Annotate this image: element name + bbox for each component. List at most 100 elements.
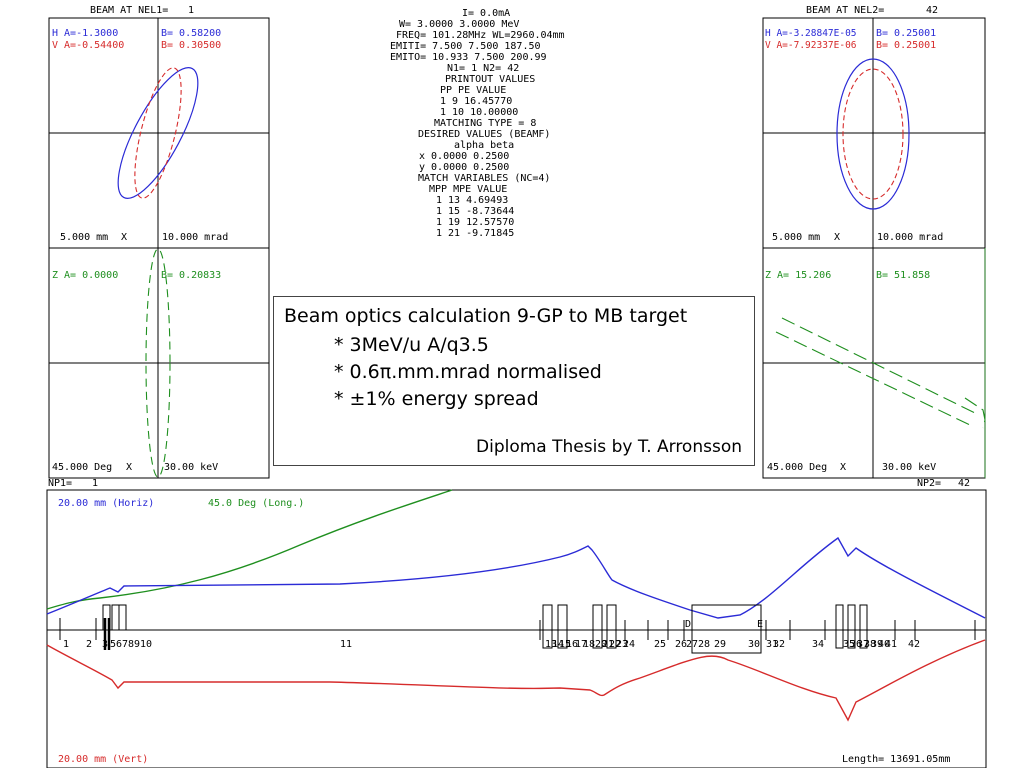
element-number: 30 (748, 639, 760, 650)
right-e-scale: 30.00 keV (882, 462, 936, 473)
callout-bullet-emittance: * 0.6π.mm.mrad normalised (334, 361, 602, 383)
element-number: 34 (812, 639, 824, 650)
horizontal-envelope-curve (46, 536, 986, 619)
length-label: Length= 13691.05mm (842, 754, 950, 765)
printout-emit-out: EMITO= 10.933 7.500 200.99 (390, 52, 547, 63)
element-number: 14 (552, 639, 564, 650)
target-box (691, 604, 762, 654)
match-variable-row: 1 19 12.57570 (436, 217, 514, 228)
right-h-alpha: H A=-3.28847E-05 (765, 28, 857, 39)
element-number: 27 (686, 639, 698, 650)
element-number: 38 (864, 639, 876, 650)
desired-values-header: alpha beta (454, 140, 514, 151)
element-number: 40 (878, 639, 890, 650)
right-h-beta: B= 0.25001 (876, 28, 936, 39)
element-number: 11 (340, 639, 352, 650)
right-z-label: X (840, 462, 846, 473)
envelope-frame (46, 489, 987, 768)
element-number: 2 (86, 639, 92, 650)
marker-d: D (685, 619, 691, 630)
left-z-beta: B= 0.20833 (161, 270, 221, 281)
element-number: 20 (595, 639, 607, 650)
left-x-label: X (121, 232, 127, 243)
np2-value: 42 (958, 478, 970, 489)
callout-bullet-energy: * 3MeV/u A/q3.5 (334, 334, 489, 356)
desired-values-heading: DESIRED VALUES (BEAMF) (418, 129, 550, 140)
left-x-scale: 5.000 mm (60, 232, 108, 243)
element-number: 42 (908, 639, 920, 650)
left-z-label: X (126, 462, 132, 473)
right-vertical-ellipse (842, 68, 904, 200)
element-number: 36 (850, 639, 862, 650)
printout-energy: W= 3.0000 3.0000 MeV (399, 19, 519, 30)
printout-row-1: 1 9 16.45770 (440, 96, 512, 107)
right-longitudinal-ellipse (775, 317, 986, 429)
element-number: 21 (602, 639, 614, 650)
element-number: 5 (110, 639, 116, 650)
element-number: 32 (773, 639, 785, 650)
matching-type: MATCHING TYPE = 8 (434, 118, 536, 129)
horiz-scale-label: 20.00 mm (Horiz) (58, 498, 154, 509)
left-z-alpha: Z A= 0.0000 (52, 270, 118, 281)
right-phase-panel: BEAM AT NEL2= 42 H A=-3.28847E-05 V A=-7… (762, 5, 986, 479)
desired-values-y: y 0.0000 0.2500 (419, 162, 509, 173)
left-v-beta: B= 0.30500 (161, 40, 221, 51)
element-number: 41 (885, 639, 897, 650)
match-variables-heading: MATCH VARIABLES (NC=4) (418, 173, 550, 184)
match-variable-row: 1 21 -9.71845 (436, 228, 514, 239)
element-number: 22 (609, 639, 621, 650)
right-z-scale: 45.000 Deg (767, 462, 827, 473)
printout-pp-pe-header: PP PE VALUE (440, 85, 506, 96)
left-panel-header: BEAM AT NEL1= (90, 5, 168, 16)
right-panel-header: BEAM AT NEL2= (806, 5, 884, 16)
np2-label: NP2= (917, 478, 941, 489)
np1-value: 1 (92, 478, 98, 489)
element-number: 1 (63, 639, 69, 650)
element-number: 7 (122, 639, 128, 650)
callout-bullet-spread: * ±1% energy spread (334, 388, 539, 410)
right-x-label: X (834, 232, 840, 243)
vert-scale-label: 20.00 mm (Vert) (58, 754, 148, 765)
longitudinal-envelope-curve (46, 489, 453, 610)
right-v-alpha: V A=-7.92337E-06 (765, 40, 857, 51)
np1-label: NP1= (48, 478, 72, 489)
callout-title: Beam optics calculation 9-GP to MB targe… (284, 305, 688, 327)
left-y-scale: 10.000 mrad (162, 232, 228, 243)
left-v-alpha: V A=-0.54400 (52, 40, 124, 51)
left-vertical-ellipse (134, 67, 182, 199)
long-scale-label: 45.0 Deg (Long.) (208, 498, 304, 509)
element-number: 28 (698, 639, 710, 650)
description-callout: Beam optics calculation 9-GP to MB targe… (273, 296, 755, 466)
right-x-scale: 5.000 mm (772, 232, 820, 243)
right-panel-header-value: 42 (926, 5, 938, 16)
left-panel-header-value: 1 (188, 5, 194, 16)
left-longitudinal-ellipse (145, 248, 171, 478)
element-number: 31 (766, 639, 778, 650)
element-number: 26 (675, 639, 687, 650)
envelope-plot: NP1= 1 NP2= 42 20.00 mm (Horiz) 45.0 Deg… (46, 478, 987, 768)
desired-values-x: x 0.0000 0.2500 (419, 151, 509, 162)
element-number: 16 (566, 639, 578, 650)
callout-credit: Diploma Thesis by T. Arronsson (476, 437, 742, 457)
center-printout: I= 0.0mA W= 3.0000 3.0000 MeV FREQ= 101.… (390, 8, 565, 239)
element-number: 18 (583, 639, 595, 650)
element-number: 39 (871, 639, 883, 650)
element-number: 10 (140, 639, 152, 650)
match-variable-row: 1 13 4.69493 (436, 195, 508, 206)
left-h-beta: B= 0.58200 (161, 28, 221, 39)
vertical-envelope-curve (46, 639, 986, 722)
printout-n1-n2: N1= 1 N2= 42 (447, 63, 519, 74)
element-number: 29 (714, 639, 726, 650)
element-number: 24 (623, 639, 635, 650)
element-number: 25 (654, 639, 666, 650)
element-number: 9 (134, 639, 140, 650)
marker-e: E (757, 619, 763, 630)
element-number: 3 (102, 639, 108, 650)
printout-row-2: 1 10 10.00000 (440, 107, 518, 118)
element-number: 15 (559, 639, 571, 650)
right-z-alpha: Z A= 15.206 (765, 270, 831, 281)
left-horizontal-ellipse (117, 67, 199, 199)
left-z-scale: 45.000 Deg (52, 462, 112, 473)
